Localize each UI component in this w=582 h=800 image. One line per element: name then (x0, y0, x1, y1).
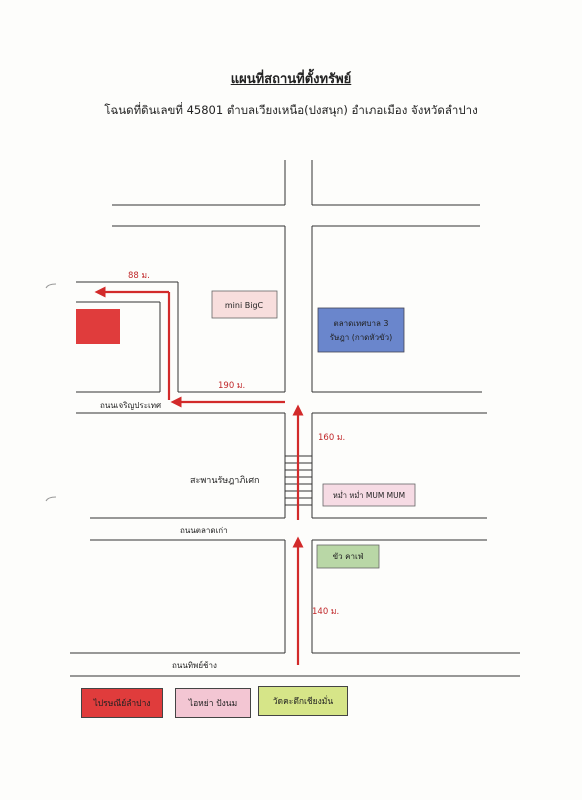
route-arrows (94, 286, 304, 665)
street-lines (70, 160, 520, 677)
page-subtitle: โฉนดที่ดินเลขที่ 45801 ตำบลเวียงเหนือ(ปง… (104, 103, 478, 117)
market-box (317, 307, 405, 353)
legend-post-office-label: ไปรษณีย์ลำปาง (93, 699, 151, 709)
legend-wat: วัดคะตึกเชียงมั่น (258, 686, 348, 716)
distance-140m: 140 ม. (312, 607, 339, 617)
mini-bigc-box (211, 290, 278, 319)
bridge-label: สะพานรัษฎาภิเศก (190, 475, 260, 486)
legend-aiya-pangnom-label: ไอหย่า ปังนม (188, 699, 238, 709)
road-label-charoen-prathet: ถนนเจริญประเทศ (100, 401, 161, 410)
distance-190m: 190 ม. (218, 381, 245, 391)
page-title: แผนที่สถานที่ตั้งทรัพย์ (230, 72, 352, 87)
legend-post-office: ไปรษณีย์ลำปาง (81, 688, 163, 718)
legend-wat-label: วัดคะตึกเชียงมั่น (272, 697, 334, 707)
binder-hole-mark (45, 496, 57, 502)
binder-hole-mark (45, 283, 57, 289)
property-marker (76, 309, 120, 344)
market-label-line1: ตลาดเทศบาล 3 (334, 319, 389, 328)
cafe-label: ขัว คาเฟ่ (333, 552, 364, 561)
market-label-line2: รัษฎา (กาดหัวขัว) (330, 333, 392, 342)
road-label-thip-chang: ถนนทิพย์ช้าง (172, 660, 217, 670)
distance-160m: 160 ม. (318, 433, 345, 443)
road-label-talat-kao: ถนนตลาดเก่า (180, 526, 228, 535)
mummum-label: หม่ำ หม่ำ MUM MUM (333, 490, 405, 500)
distance-88m: 88 ม. (128, 271, 150, 281)
mini-bigc-label: mini BigC (225, 301, 264, 310)
cafe-box (316, 544, 380, 569)
mummum-box (322, 483, 416, 507)
legend-aiya-pangnom: ไอหย่า ปังนม (175, 688, 251, 718)
